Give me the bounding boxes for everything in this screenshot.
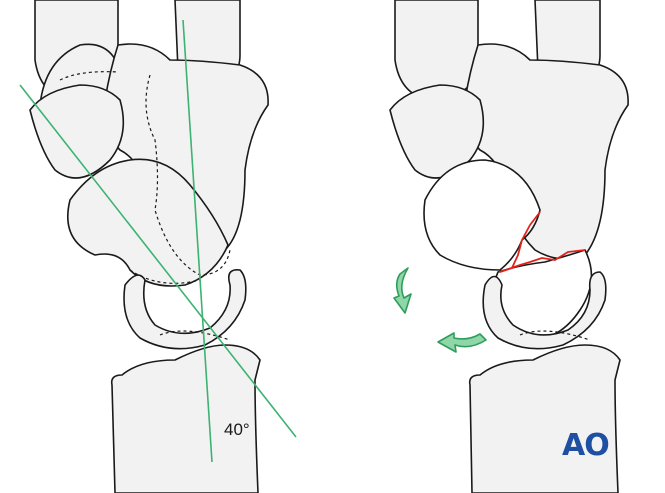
axis-line-radius [182, 19, 213, 463]
radius [468, 344, 621, 493]
angle-label: 40° [224, 420, 250, 439]
axis-line-capitate [19, 84, 297, 438]
fracture-line [499, 211, 586, 273]
right-panel [389, 0, 629, 493]
dashed-outline [519, 330, 591, 341]
trapezium [389, 84, 485, 179]
trapezium [29, 84, 125, 179]
rotation-arrow-left-icon [437, 332, 487, 353]
lunate-cup [123, 268, 247, 350]
radius [110, 344, 261, 493]
lunate-cup [482, 271, 607, 350]
dashed-outline [159, 330, 231, 341]
lunate [66, 158, 229, 287]
ao-logo: AO [562, 428, 610, 463]
left-panel [19, 0, 297, 493]
rotation-arrow-down-icon [393, 267, 412, 314]
dashed-outline [59, 71, 119, 81]
dashed-outline [129, 269, 201, 284]
